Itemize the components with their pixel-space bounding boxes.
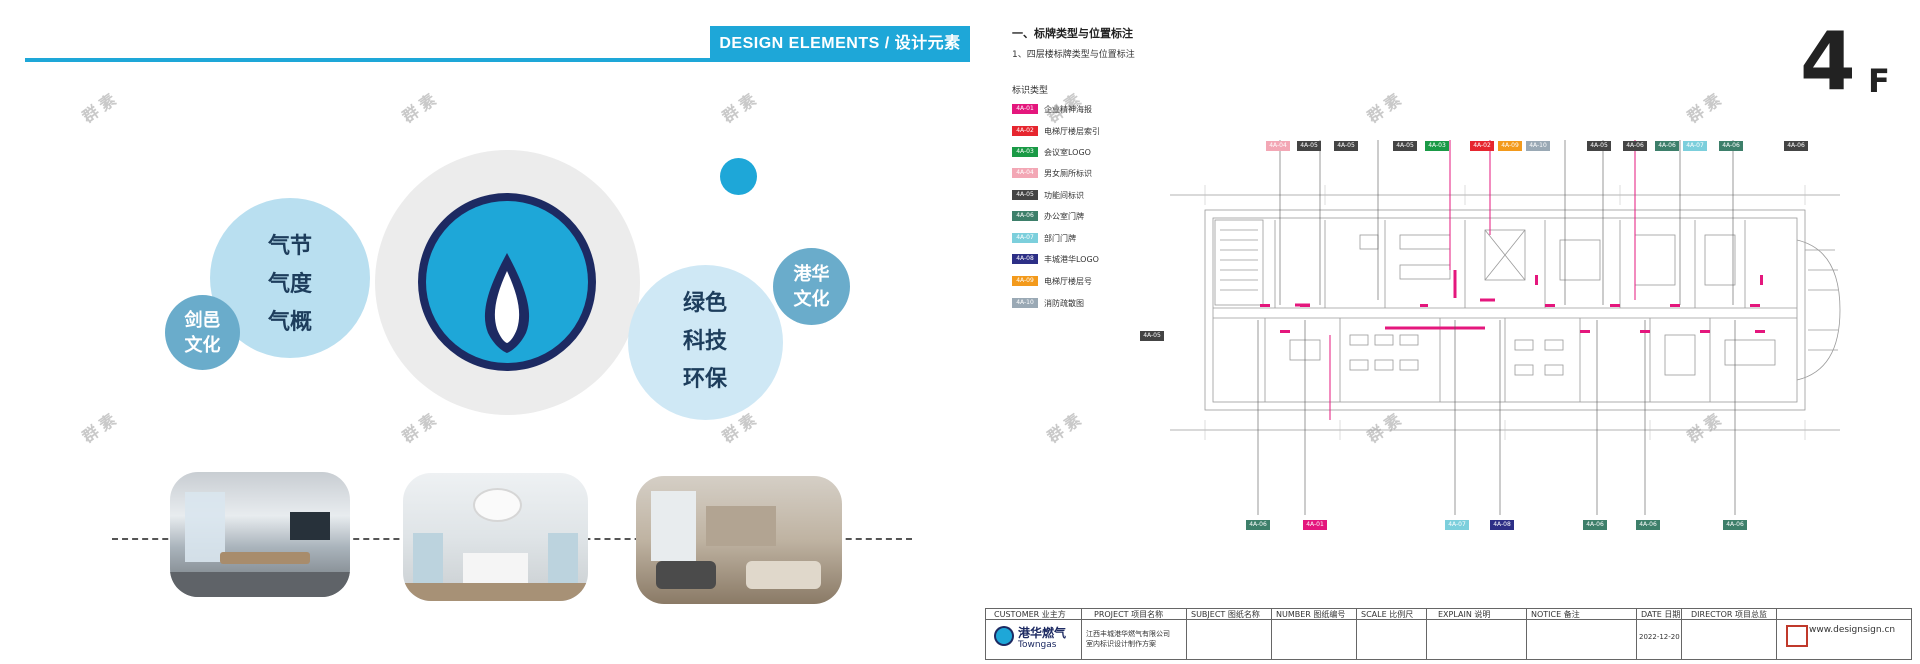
watermark: 群 素	[719, 91, 760, 127]
sign-tag: 4A-07	[1683, 141, 1707, 151]
floor-unit: F	[1868, 62, 1890, 100]
watermark: 群 素	[399, 411, 440, 447]
sign-tag: 4A-05	[1334, 141, 1358, 151]
sign-tag: 4A-05	[1297, 141, 1321, 151]
number-label: NUMBER 图纸编号	[1276, 610, 1346, 619]
company-website: www.designsign.cn	[1809, 625, 1896, 635]
photo-meeting-room	[170, 472, 350, 597]
sign-tag: 4A-10	[1526, 141, 1550, 151]
legend-label: 企业精神海报	[1044, 105, 1092, 114]
legend-chip: 4A-04	[1012, 168, 1038, 178]
subject-label: SUBJECT 图纸名称	[1191, 610, 1260, 619]
flame-logo	[418, 193, 596, 371]
lvse-line-2: 科技	[682, 329, 727, 354]
watermark: 群 素	[1364, 91, 1405, 127]
accent-dot	[720, 158, 757, 195]
legend-label: 消防疏散图	[1044, 299, 1084, 308]
qijie-line-1: 气节	[267, 234, 312, 259]
customer-label: CUSTOMER 业主方	[994, 610, 1066, 619]
date-label: DATE 日期	[1641, 610, 1681, 619]
sign-tag: 4A-07	[1445, 520, 1469, 530]
legend-chip: 4A-08	[1012, 254, 1038, 264]
legend-chip: 4A-10	[1012, 298, 1038, 308]
legend-chip: 4A-02	[1012, 126, 1038, 136]
customer-name-en: Towngas	[1018, 640, 1057, 650]
qijie-line-2: 气度	[267, 272, 312, 297]
legend-title: 标识类型	[1012, 86, 1049, 96]
legend-label: 会议室LOGO	[1044, 148, 1091, 157]
legend-label: 办公室门牌	[1044, 212, 1084, 221]
legend-chip: 4A-01	[1012, 104, 1038, 114]
sign-tag: 4A-06	[1636, 520, 1660, 530]
legend-label: 丰城港华LOGO	[1044, 255, 1099, 264]
legend-chip: 4A-09	[1012, 276, 1038, 286]
sign-tag: 4A-05	[1140, 331, 1164, 341]
section-header: DESIGN ELEMENTS / 设计元素	[710, 26, 970, 62]
sign-tag: 4A-06	[1583, 520, 1607, 530]
legend-chip: 4A-07	[1012, 233, 1038, 243]
bubble-lvse	[628, 265, 783, 420]
flame-icon	[484, 253, 530, 353]
floor-plan	[1170, 140, 1841, 515]
qijie-line-3: 气概	[267, 310, 312, 335]
sign-tag: 4A-04	[1266, 141, 1290, 151]
sign-tag: 4A-06	[1784, 141, 1808, 151]
sign-tag: 4A-09	[1498, 141, 1522, 151]
lvse-line-3: 环保	[682, 367, 727, 392]
legend-label: 功能间标识	[1044, 191, 1084, 200]
header-rule	[25, 58, 970, 62]
photo-lobby	[403, 473, 588, 601]
title-block: CUSTOMER 业主方 PROJECT 项目名称 SUBJECT 图纸名称 N…	[985, 608, 1912, 660]
jianyi-line-2: 文化	[184, 335, 221, 356]
date-value: 2022-12-20	[1639, 633, 1680, 641]
sign-tag: 4A-01	[1303, 520, 1327, 530]
customer-name: 港华燃气	[1018, 626, 1067, 640]
ganghua-line-2: 文化	[793, 289, 830, 310]
jianyi-line-1: 剑邑	[184, 310, 221, 331]
bubble-jianyi	[165, 295, 240, 370]
company-stamp-icon	[1786, 625, 1808, 647]
sign-tag: 4A-06	[1719, 141, 1743, 151]
sign-tag: 4A-08	[1490, 520, 1514, 530]
sign-tag: 4A-06	[1655, 141, 1679, 151]
sign-tag: 4A-06	[1246, 520, 1270, 530]
watermark: 群 素	[79, 411, 120, 447]
sign-tag: 4A-02	[1470, 141, 1494, 151]
section-title: 一、标牌类型与位置标注	[1012, 27, 1133, 40]
sign-tag: 4A-05	[1587, 141, 1611, 151]
legend-chip: 4A-03	[1012, 147, 1038, 157]
explain-label: EXPLAIN 说明	[1438, 610, 1491, 619]
section-subtitle: 1、四层楼标牌类型与位置标注	[1012, 50, 1135, 60]
bubble-ganghua	[773, 248, 850, 325]
legend-label: 男女厕所标识	[1044, 169, 1092, 178]
director-label: DIRECTOR 项目总监	[1691, 610, 1768, 619]
legend-chip: 4A-06	[1012, 211, 1038, 221]
towngas-logo-icon	[994, 626, 1014, 646]
floor-number: 4	[1800, 15, 1856, 108]
legend-label: 部门门牌	[1044, 234, 1076, 243]
notice-label: NOTICE 备注	[1531, 610, 1580, 619]
watermark: 群 素	[79, 91, 120, 127]
lvse-line-1: 绿色	[682, 291, 727, 316]
sign-tag: 4A-06	[1623, 141, 1647, 151]
project-label: PROJECT 项目名称	[1094, 610, 1164, 619]
photo-lounge	[636, 476, 842, 604]
sign-tag: 4A-06	[1723, 520, 1747, 530]
sign-tag: 4A-03	[1425, 141, 1449, 151]
legend-label: 电梯厅楼层号	[1044, 277, 1092, 286]
project-name-1: 江西丰城港华燃气有限公司	[1086, 630, 1170, 638]
ganghua-line-1: 港华	[793, 264, 830, 285]
watermark: 群 素	[399, 91, 440, 127]
sign-tag: 4A-05	[1393, 141, 1417, 151]
watermark: 群 素	[1684, 91, 1725, 127]
legend-chip: 4A-05	[1012, 190, 1038, 200]
scale-label: SCALE 比例尺	[1361, 610, 1414, 619]
watermark: 群 素	[1044, 411, 1085, 447]
legend-label: 电梯厅楼层索引	[1044, 127, 1100, 136]
project-name-2: 室内标识设计制作方案	[1086, 640, 1156, 648]
